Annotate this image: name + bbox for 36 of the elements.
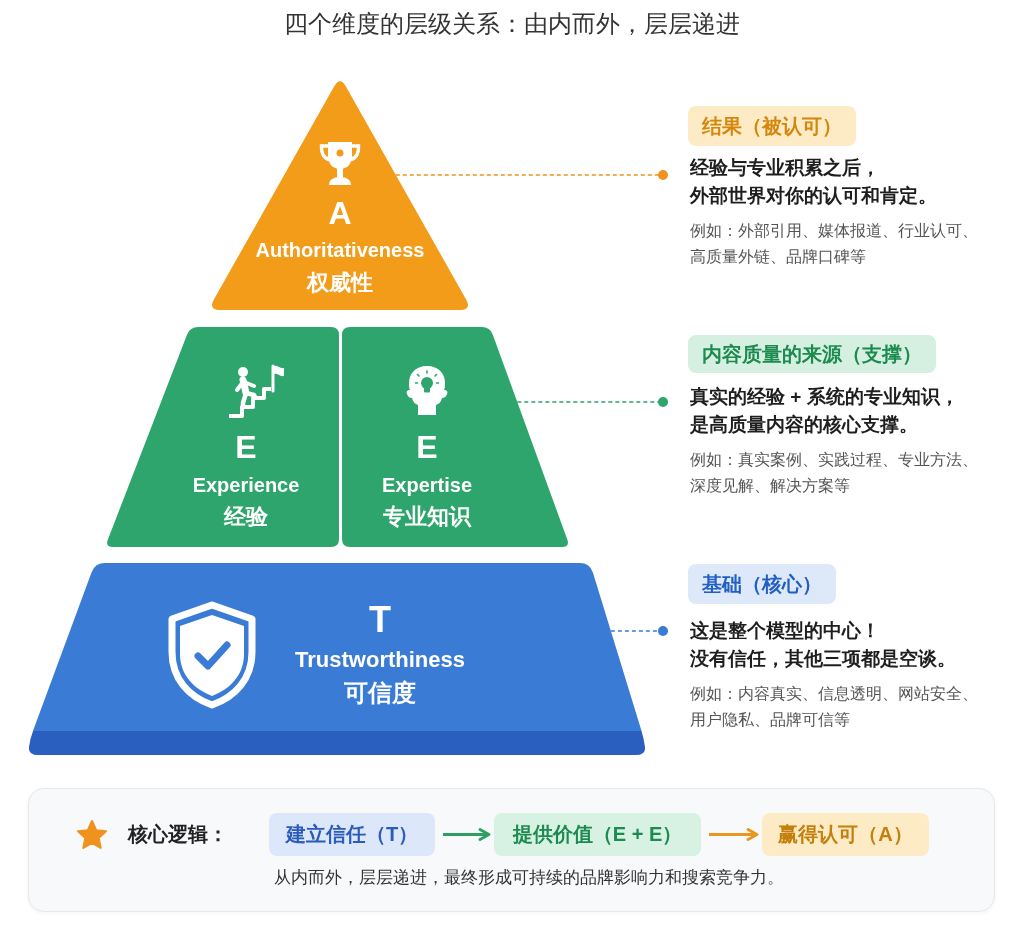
statement-text: 这是整个模型的中心！没有信任，其他三项都是空谈。 [690, 619, 956, 671]
step-tag: 赢得认可（A） [762, 813, 929, 856]
summary-panel [28, 788, 995, 912]
pyramid-tier [105, 327, 339, 547]
tier-title: Trustworthiness [295, 647, 465, 673]
summary-text: 从内而外，层层递进，最终形成可持续的品牌影响力和搜索竞争力。 [274, 867, 784, 889]
step-tag: 建立信任（T） [269, 813, 435, 856]
heading-tag: 内容质量的来源（支撑） [688, 335, 936, 373]
example-text: 例如：外部引用、媒体报道、行业认可、高质量外链、品牌口碑等 [690, 221, 979, 267]
statement-text: 真实的经验 + 系统的专业知识，是高质量内容的核心支撑。 [690, 385, 959, 437]
leader-line [395, 170, 669, 180]
tier-subtitle: 可信度 [344, 679, 416, 707]
heading-tag: 基础（核心） [688, 564, 836, 604]
tier-title: Authoritativeness [255, 238, 425, 262]
tier-subtitle: 权威性 [307, 270, 373, 296]
step-tag: 提供价值（E + E） [494, 813, 701, 856]
tier-subtitle: 专业知识 [383, 504, 471, 530]
tier-subtitle: 经验 [224, 504, 268, 530]
pyramid-tier [28, 563, 646, 755]
arrow [443, 828, 491, 841]
example-text: 例如：内容真实、信息透明、网站安全、用户隐私、品牌可信等 [690, 684, 979, 730]
leader-line [516, 397, 669, 407]
tier-title: Expertise [381, 473, 473, 497]
statement-text: 经验与专业积累之后，外部世界对你的认可和肯定。 [690, 156, 937, 208]
tier-letter: A [328, 194, 352, 232]
tier-letter: E [235, 428, 257, 466]
leader-line [610, 626, 669, 636]
tier-letter: E [416, 428, 438, 466]
tier-title: Experience [192, 473, 300, 497]
tier-letter: T [369, 599, 391, 641]
heading-tag: 结果（被认可） [688, 106, 856, 146]
example-text: 例如：真实案例、实践过程、专业方法、深度见解、解决方案等 [690, 450, 979, 496]
pyramid-tier [342, 327, 570, 547]
panel-heading: 核心逻辑： [128, 822, 228, 846]
diagram-title: 四个维度的层级关系：由内而外，层层递进 [284, 9, 740, 39]
arrow [709, 828, 759, 841]
